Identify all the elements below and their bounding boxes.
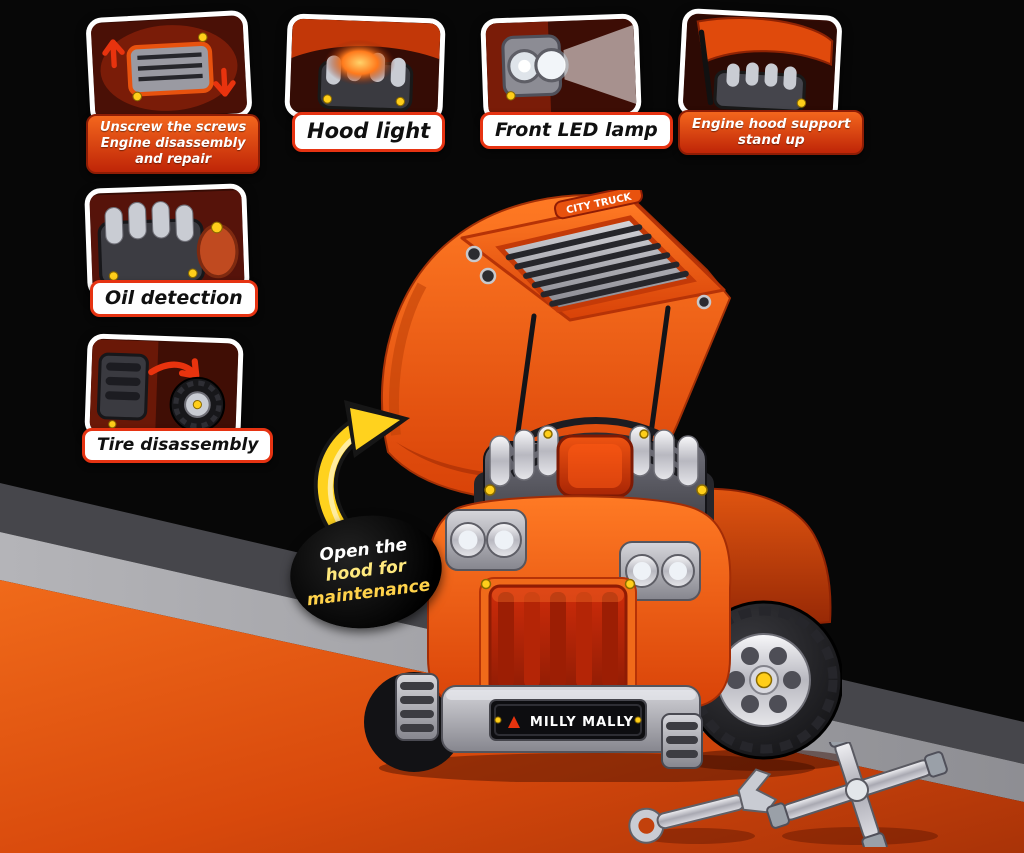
right-fog-lamp bbox=[661, 713, 703, 769]
truck-shadow bbox=[379, 753, 815, 782]
left-fog-lamp bbox=[395, 673, 439, 741]
wheel-shadow bbox=[678, 749, 842, 771]
cylinder bbox=[489, 435, 511, 487]
toy-tools bbox=[628, 742, 948, 847]
feature-thumb-front-led bbox=[480, 13, 642, 123]
feature-thumb-hood-light bbox=[284, 13, 446, 123]
feature-label-hood-light: Hood light bbox=[292, 112, 446, 152]
left-headlamp-pod bbox=[445, 509, 527, 571]
hood-top-grille bbox=[495, 215, 697, 313]
feature-label-unscrew: Unscrew the screws Engine disassembly an… bbox=[86, 114, 261, 174]
plate-text: MILLY MALLY bbox=[530, 715, 634, 730]
feature-thumb-tire bbox=[84, 333, 244, 443]
hood-support-icon bbox=[682, 14, 838, 118]
hood-vent bbox=[465, 245, 483, 263]
cross-wrench-icon bbox=[766, 742, 948, 847]
cylinder bbox=[513, 429, 535, 481]
front-led-lamp-icon bbox=[485, 18, 637, 118]
feature-thumb-hood-support bbox=[677, 7, 843, 125]
hood-light-icon bbox=[289, 18, 441, 118]
front-bumper: MILLY MALLY bbox=[441, 685, 701, 753]
tire-disassembly-icon bbox=[89, 339, 239, 437]
license-plate bbox=[489, 699, 647, 741]
brand-logo-triangle bbox=[508, 716, 520, 728]
cylinder bbox=[677, 435, 699, 487]
feature-label-tire: Tire disassembly bbox=[82, 428, 274, 463]
hood-vent bbox=[479, 267, 497, 285]
feature-thumb-unscrew bbox=[85, 9, 253, 127]
right-headlamp-pod bbox=[619, 541, 701, 601]
unscrew-engine-icon bbox=[90, 15, 248, 121]
feature-label-front-led: Front LED lamp bbox=[480, 112, 673, 150]
oil-detection-icon bbox=[89, 190, 245, 292]
hood-vent bbox=[696, 294, 712, 310]
wrench-icon bbox=[628, 768, 778, 844]
front-grille bbox=[479, 577, 637, 703]
feature-label-oil: Oil detection bbox=[90, 280, 258, 318]
cylinder bbox=[653, 429, 675, 481]
feature-label-hood-support: Engine hood support stand up bbox=[678, 110, 865, 155]
hub-nut bbox=[755, 671, 773, 689]
feature-thumb-oil bbox=[84, 183, 250, 299]
